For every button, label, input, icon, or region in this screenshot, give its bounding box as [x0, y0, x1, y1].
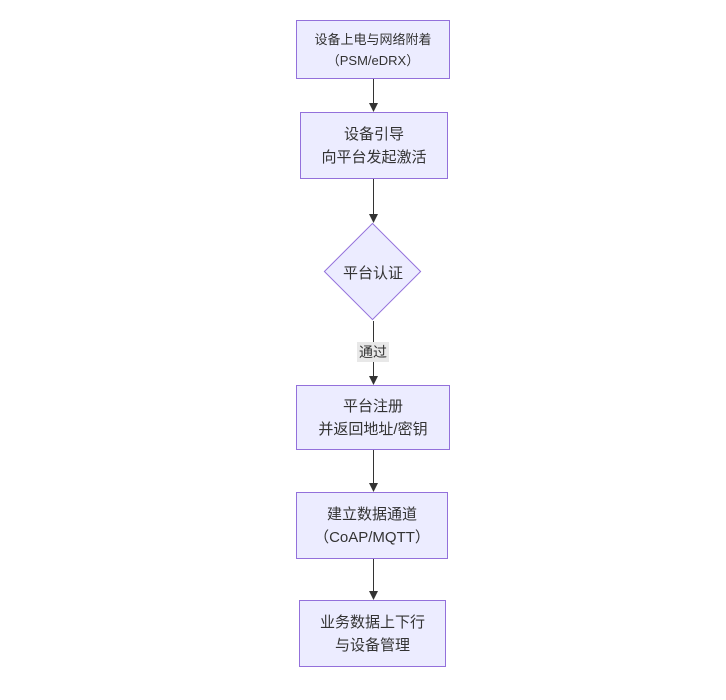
edge-arrow-a-b	[369, 79, 378, 112]
edge-arrow-e-f	[369, 559, 378, 600]
flow-node-power-network-attach: 设备上电与网络附着 （PSM/eDRX）	[296, 20, 450, 79]
node-text-line: （CoAP/MQTT）	[314, 528, 430, 546]
flow-node-data-channel: 建立数据通道 （CoAP/MQTT）	[296, 492, 448, 559]
edge-label-pass: 通过	[357, 342, 389, 362]
node-text-line: 向平台发起激活	[321, 148, 427, 166]
node-text-line: 建立数据通道	[326, 505, 417, 523]
node-text-line: 与设备管理	[334, 636, 410, 654]
flow-node-business-data: 业务数据上下行 与设备管理	[299, 600, 446, 667]
node-text-line: （PSM/eDRX）	[326, 52, 420, 68]
edge-arrow-d-e	[369, 450, 378, 492]
flow-node-platform-register: 平台注册 并返回地址/密钥	[296, 385, 450, 450]
node-text-line: 业务数据上下行	[319, 613, 425, 631]
node-text-line: 平台认证	[342, 264, 403, 282]
flow-node-device-bootstrap: 设备引导 向平台发起激活	[300, 112, 448, 179]
flow-node-platform-auth: 平台认证	[323, 222, 423, 322]
node-text-line: 平台注册	[342, 397, 403, 415]
node-text-line: 设备上电与网络附着	[314, 31, 432, 47]
node-text-line: 设备引导	[343, 125, 404, 143]
edge-arrow-b-c	[369, 179, 378, 223]
node-text-line: 并返回地址/密钥	[318, 420, 428, 438]
